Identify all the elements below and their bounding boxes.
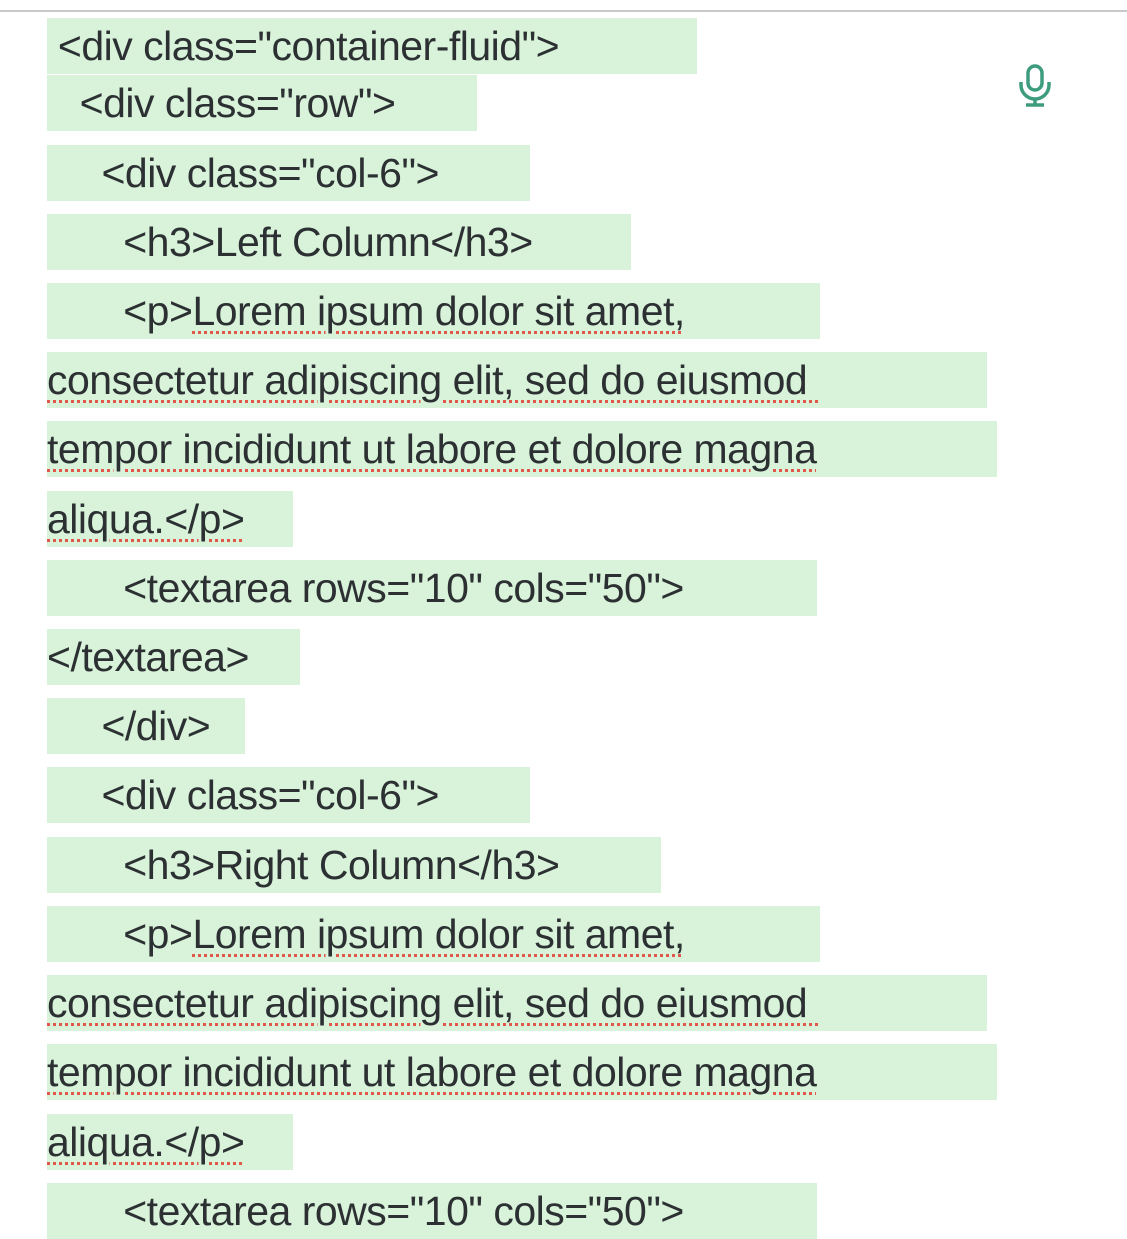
editor-line: <textarea rows="10" cols="50"> [47, 560, 817, 616]
editor-line: <h3>Left Column</h3> [47, 214, 631, 270]
editor-line: consectetur adipiscing elit, sed do eius… [47, 352, 987, 408]
editor-line: aliqua.</p> [47, 491, 293, 547]
code-prefix: <p> [47, 288, 193, 334]
editor-line: </div> [47, 698, 245, 754]
editor-line: <div class="container-fluid"> [47, 18, 697, 74]
editor-line: aliqua.</p> [47, 1114, 293, 1170]
editor-line: <div class="col-6"> [47, 767, 530, 823]
code-prefix: <p> [47, 911, 193, 957]
editor-line: consectetur adipiscing elit, sed do eius… [47, 975, 987, 1031]
editor-line: </textarea> [47, 629, 300, 685]
editor-line: <p>Lorem ipsum dolor sit amet, [47, 906, 820, 962]
top-divider [0, 0, 1127, 12]
editor-line: <h3>Right Column</h3> [47, 837, 661, 893]
editor-line: tempor incididunt ut labore et dolore ma… [47, 421, 997, 477]
microphone-icon[interactable] [1017, 64, 1053, 108]
editor-line: <p>Lorem ipsum dolor sit amet, [47, 283, 820, 339]
paragraph-text: Lorem ipsum dolor sit amet, [192, 911, 685, 957]
paragraph-text: Lorem ipsum dolor sit amet, [192, 288, 685, 334]
editor-line: <div class="row"> [47, 75, 477, 131]
editor-line: <textarea rows="10" cols="50"> [47, 1183, 817, 1239]
editor-line: <div class="col-6"> [47, 145, 530, 201]
editor-line: tempor incididunt ut labore et dolore ma… [47, 1044, 997, 1100]
